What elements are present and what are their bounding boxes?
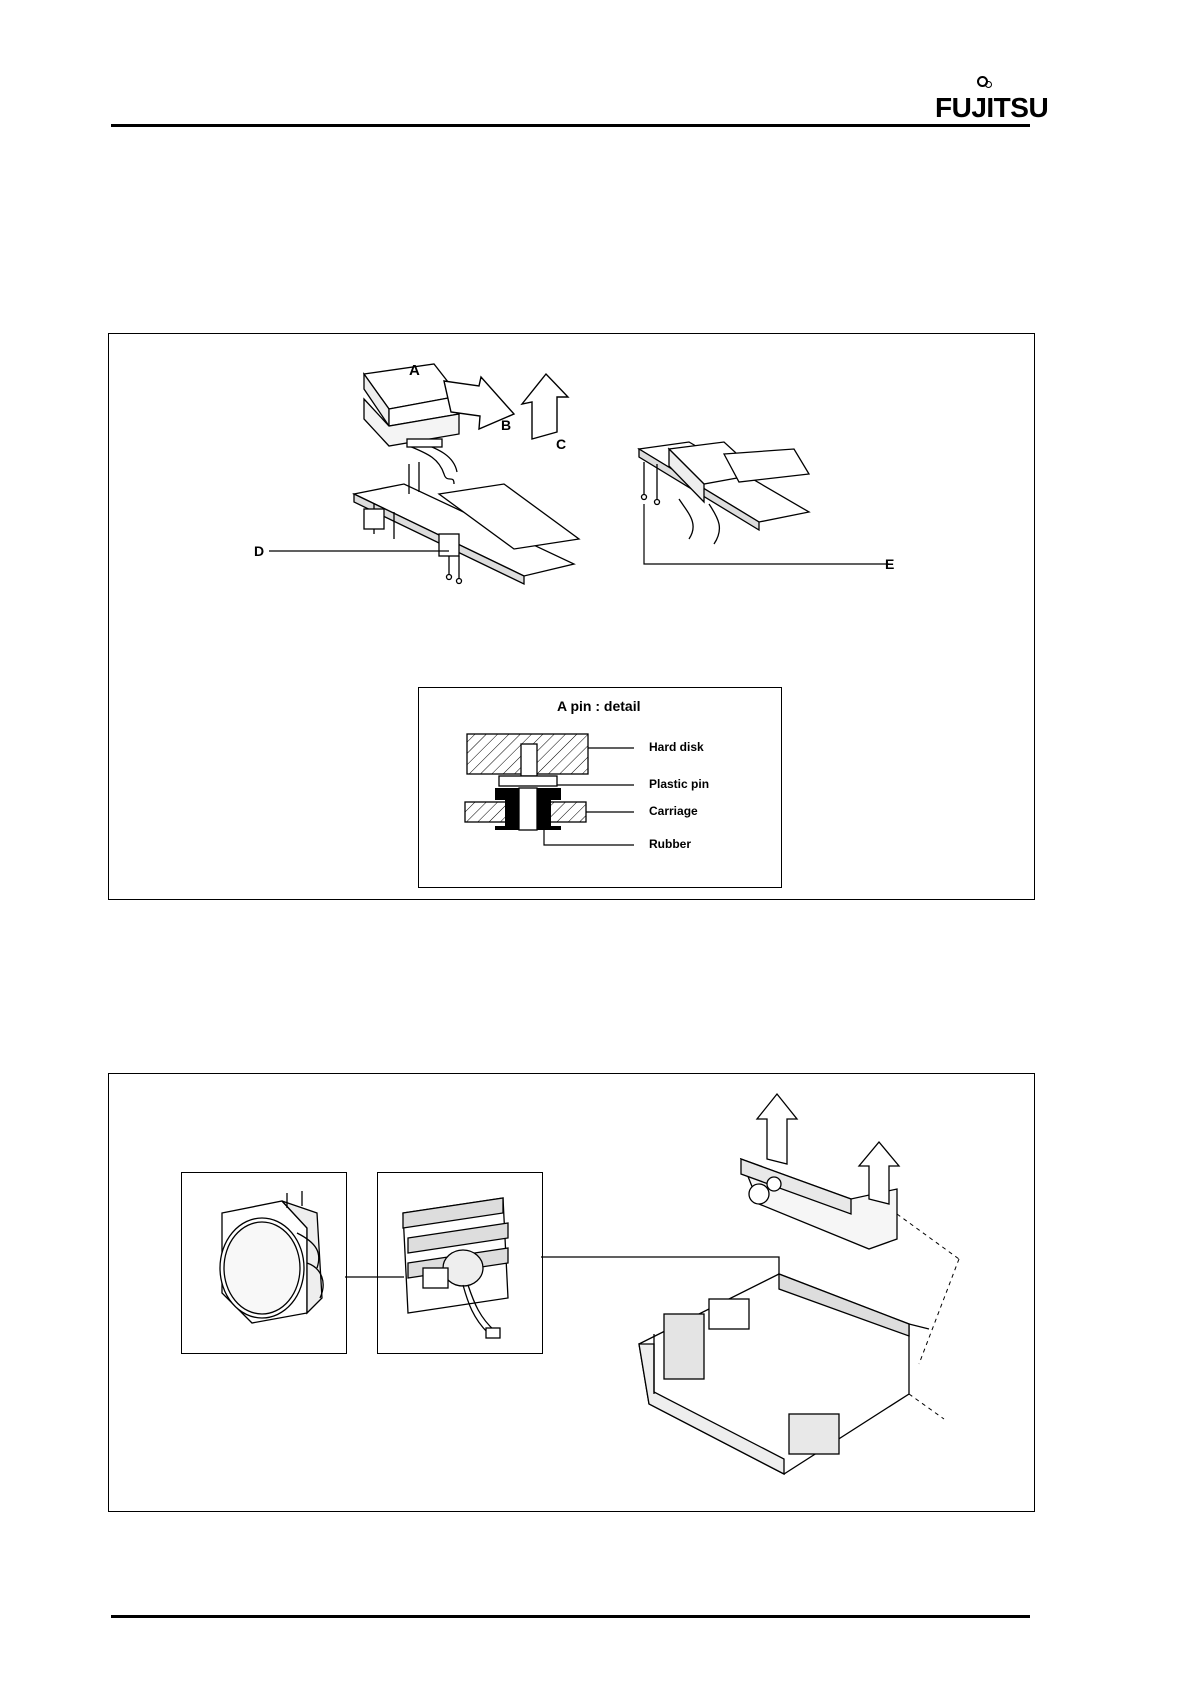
arrow-c-icon — [522, 374, 568, 439]
label-hard-disk: Hard disk — [649, 740, 704, 754]
chassis-drawing — [109, 1074, 1034, 1511]
logo-text: FUJITSU — [935, 92, 1048, 123]
pin-detail-drawing — [419, 688, 781, 887]
pin-detail-inset: A pin : detail Hard disk Plastic p — [418, 687, 782, 888]
footer-rule — [111, 1615, 1030, 1618]
label-carriage: Carriage — [649, 804, 698, 818]
header-rule — [111, 124, 1030, 127]
figure-hard-disk-removal: A B C D E A pin : detail — [108, 333, 1035, 900]
label-d: D — [254, 543, 264, 559]
fujitsu-logo: FUJITSU — [935, 92, 1048, 124]
label-e: E — [885, 556, 894, 572]
label-rubber: Rubber — [649, 837, 691, 851]
arrow-up-1-icon — [757, 1094, 797, 1164]
label-b: B — [501, 417, 511, 433]
label-a: A — [409, 362, 420, 379]
logo-ring-small-icon — [985, 81, 992, 88]
figure-fan-removal — [108, 1073, 1035, 1512]
label-plastic-pin: Plastic pin — [649, 777, 709, 791]
label-c: C — [556, 436, 566, 452]
